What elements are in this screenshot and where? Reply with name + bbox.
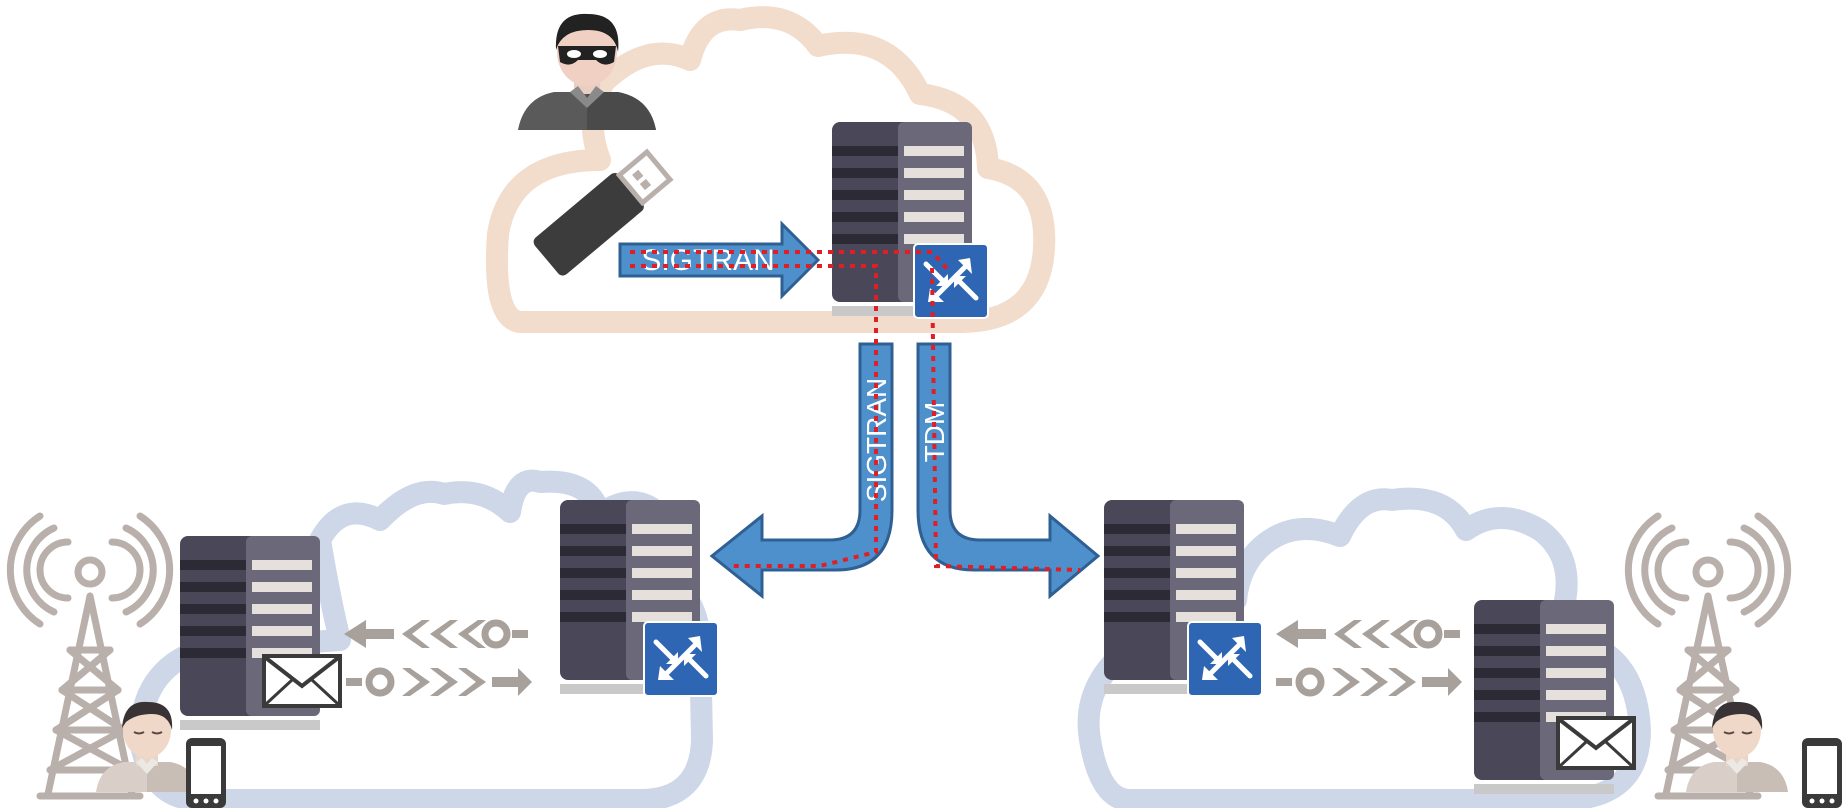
- left-switch-icon: [644, 622, 718, 696]
- hacker-icon: [518, 13, 656, 130]
- sigtran-horizontal-label: SIGTRAN: [641, 244, 774, 277]
- attacker-switch-icon: [914, 244, 988, 318]
- sigtran-horizontal-arrow: SIGTRAN: [618, 220, 821, 300]
- tdm-vertical-label: TDM: [919, 402, 950, 463]
- intercept-dotted-path: [630, 250, 1081, 572]
- right-cell-tower-icon: [1628, 516, 1787, 796]
- right-switch-icon: [1188, 622, 1262, 696]
- tdm-vertical-arrow: TDM: [916, 342, 1101, 600]
- usb-drive-icon: [533, 148, 674, 276]
- left-user-icon: [95, 700, 199, 793]
- left-envelope-icon: [262, 654, 342, 708]
- left-mobile-phone-icon: [186, 738, 226, 808]
- right-envelope-icon: [1556, 716, 1636, 770]
- sigtran-vertical-arrow: SIGTRAN: [709, 342, 894, 600]
- left-signal-flow-icon: [344, 619, 532, 697]
- right-mobile-phone-icon: [1802, 738, 1842, 808]
- right-signal-flow-icon: [1276, 619, 1462, 697]
- attacker-network-cloud: [485, 6, 1056, 333]
